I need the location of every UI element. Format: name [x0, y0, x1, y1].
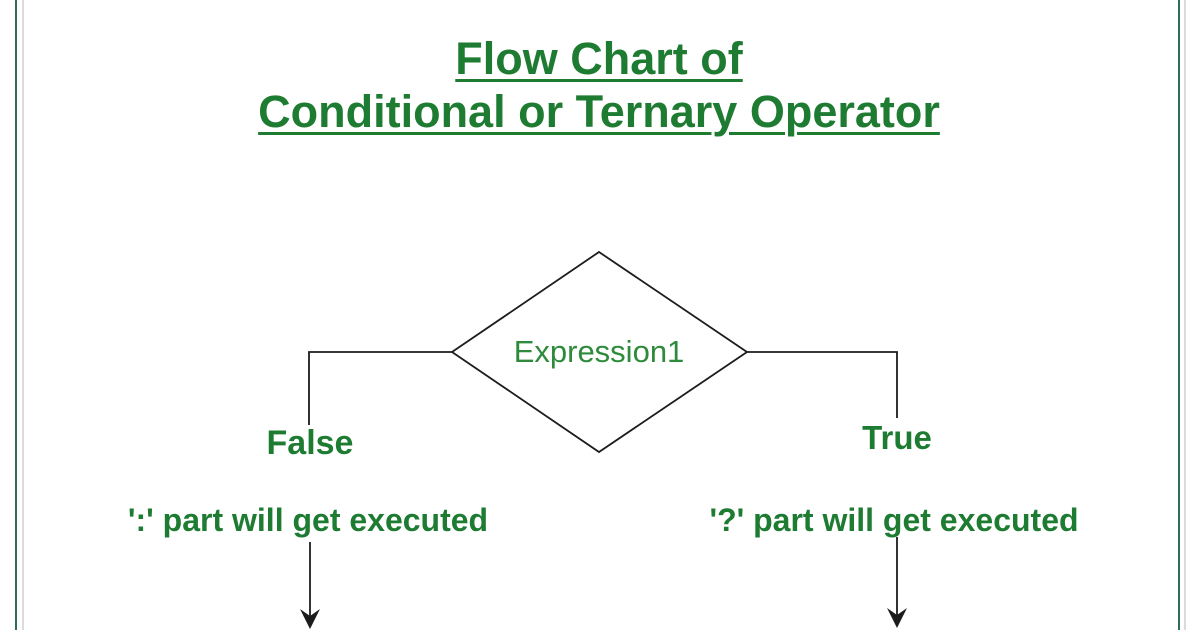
- right-shadow-line: [1184, 0, 1186, 630]
- false-branch-description: ':' part will get executed: [127, 502, 489, 538]
- true-arrow-head: [887, 608, 907, 628]
- left-shadow-line: [22, 0, 24, 630]
- true-branch-label: True: [862, 419, 932, 456]
- right-green-border: [1178, 0, 1180, 630]
- true-branch-description: '?' part will get executed: [709, 502, 1079, 538]
- false-branch-label: False: [266, 424, 354, 462]
- left-green-border: [15, 0, 17, 630]
- decision-label: Expression1: [513, 334, 685, 369]
- page-title: Flow Chart of Conditional or Ternary Ope…: [0, 32, 1198, 138]
- decision-diamond: [450, 250, 749, 454]
- false-branch-connector: [308, 351, 452, 425]
- false-arrow-head: [300, 609, 320, 629]
- true-branch-connector: [747, 351, 898, 418]
- title-line-1: Flow Chart of: [455, 33, 743, 84]
- title-line-2: Conditional or Ternary Operator: [258, 86, 940, 137]
